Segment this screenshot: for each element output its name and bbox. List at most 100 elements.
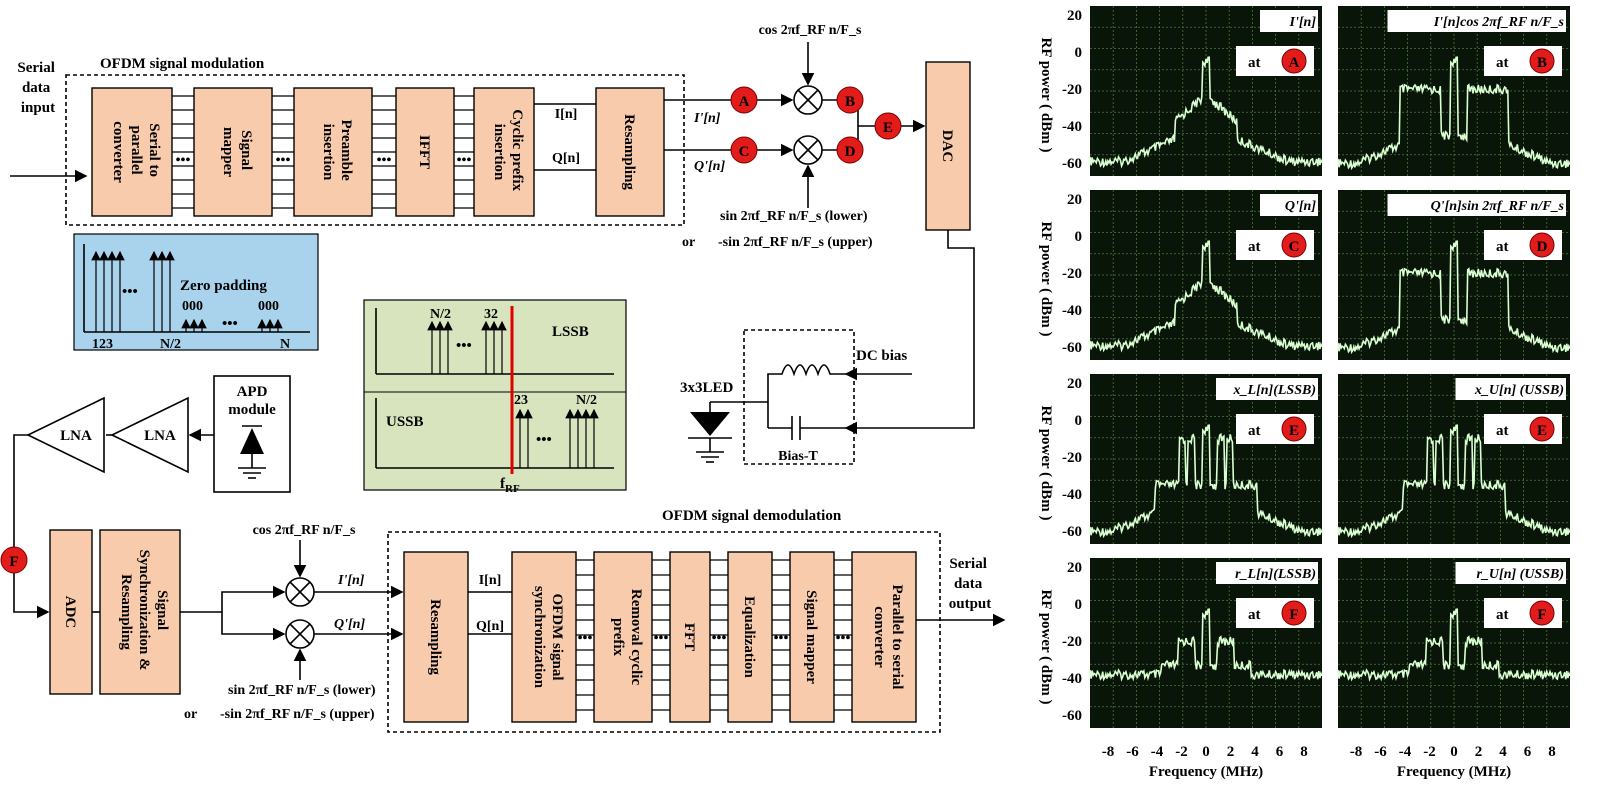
rx-ip-label: I'[n] xyxy=(337,573,365,588)
y-axis-title: RF power ( dBm ) xyxy=(1038,590,1054,705)
panel-at-label: at xyxy=(1496,55,1509,71)
zero-padding-zeros-1: 000 xyxy=(182,299,203,314)
ssb-bot-23: 23 xyxy=(514,393,528,408)
svg-text:Signal mapper: Signal mapper xyxy=(803,590,819,684)
zero-padding-inset: Zero padding ••• 000 000 ••• 123 N/2 N xyxy=(73,233,319,352)
x-tick-label: -6 xyxy=(1126,744,1139,760)
tx-mixer-sin xyxy=(793,135,823,165)
x-tick-label: -2 xyxy=(1175,744,1188,760)
svg-text:FFT: FFT xyxy=(681,623,697,651)
y-tick-label: 20 xyxy=(1067,560,1082,576)
svg-text:C: C xyxy=(739,144,750,160)
svg-text:•••: ••• xyxy=(578,631,593,646)
rx-mixer-cos xyxy=(285,577,315,607)
svg-text:•••: ••• xyxy=(377,153,392,168)
svg-text:•••: ••• xyxy=(712,631,727,646)
x-tick-label: 8 xyxy=(1300,744,1308,760)
svg-text:LNA: LNA xyxy=(144,428,176,444)
svg-text:B: B xyxy=(845,94,855,110)
tx-i-label: I[n] xyxy=(555,107,578,122)
tx-block-serial-to-parallel: Serial to parallel converter xyxy=(91,87,173,217)
tx-sin-lower-label: sin 2πf_RF n/F_s (lower) xyxy=(720,209,868,224)
panel-point-marker: E xyxy=(1289,423,1299,439)
rx-block-equalization: Equalization xyxy=(727,551,773,723)
rx-sin-lower-label: sin 2πf_RF n/F_s (lower) xyxy=(228,683,376,698)
tx-or-label: or xyxy=(682,235,695,250)
y-tick-label: -60 xyxy=(1062,340,1082,356)
ssb-bot-n2: N/2 xyxy=(576,393,597,408)
panel-at-label: at xyxy=(1248,423,1261,439)
svg-text:Resampling: Resampling xyxy=(621,114,637,190)
photodiode-icon xyxy=(238,425,266,479)
modulation-group-label: OFDM signal modulation xyxy=(100,56,265,72)
svg-text:E: E xyxy=(883,120,893,136)
marker-f: F xyxy=(0,546,28,574)
panel-title: r_L[n](LSSB) xyxy=(1235,567,1316,582)
x-tick-label: -8 xyxy=(1102,744,1115,760)
inductor-icon xyxy=(767,364,846,428)
dac-to-biast-line xyxy=(844,230,975,435)
y-tick-label: -20 xyxy=(1062,450,1082,466)
svg-text:D: D xyxy=(845,144,856,160)
x-tick-label: 6 xyxy=(1524,744,1532,760)
y-tick-label: 20 xyxy=(1067,192,1082,208)
y-tick-label: -40 xyxy=(1062,303,1082,319)
svg-text:Signal mapper: Signal mapper xyxy=(220,127,254,177)
tx-block-cyclic-prefix: Cyclic prefix insertion xyxy=(473,87,535,217)
x-tick-label: 6 xyxy=(1276,744,1284,760)
demodulation-group-label: OFDM signal demodulation xyxy=(662,508,842,524)
zero-padding-dots-2: ••• xyxy=(222,316,238,332)
svg-text:•••: ••• xyxy=(654,631,669,646)
rx-adc-block: ADC xyxy=(49,529,93,695)
ssb-inset: N/2 32 ••• LSSB USSB 23 N/2 ••• fRF xyxy=(363,299,627,495)
x-tick-label: 2 xyxy=(1227,744,1235,760)
y-tick-label: 0 xyxy=(1075,597,1083,613)
tx-block-preamble-insertion: Preamble insertion xyxy=(293,87,373,217)
x-tick-label: 2 xyxy=(1475,744,1483,760)
svg-text:•••: ••• xyxy=(176,153,191,168)
ssb-top-n2: N/2 xyxy=(430,307,451,322)
tx-block-resampling: Resampling xyxy=(595,87,665,217)
x-tick-label: -4 xyxy=(1399,744,1412,760)
panel-title: x_L[n](LSSB) xyxy=(1233,383,1316,398)
panel-point-marker: E xyxy=(1537,423,1547,439)
zero-padding-title: Zero padding xyxy=(180,278,267,294)
zero-padding-dots: ••• xyxy=(122,284,138,300)
y-tick-label: -60 xyxy=(1062,524,1082,540)
spectrum-panel-5: x_L[n](LSSB)at E xyxy=(1089,374,1323,544)
x-tick-label: -2 xyxy=(1423,744,1436,760)
panel-title: r_U[n] (USSB) xyxy=(1476,567,1564,582)
y-tick-label: 0 xyxy=(1075,45,1083,61)
rx-q-label: Q[n] xyxy=(476,619,504,634)
svg-text:Equalization: Equalization xyxy=(741,596,757,678)
zp-tick-123: 123 xyxy=(92,337,113,352)
panel-point-marker: F xyxy=(1289,607,1298,623)
tx-parallel-bus: •••••••••••• xyxy=(172,95,596,209)
panel-point-marker: D xyxy=(1537,239,1548,255)
lssb-label: LSSB xyxy=(552,324,589,340)
bias-t-box xyxy=(743,329,855,465)
panel-title: I'[n]cos 2πf_RF n/F_s xyxy=(1433,15,1565,30)
rx-block-removal-cp: Removal cyclicprefix xyxy=(593,551,653,723)
svg-text:Resampling: Resampling xyxy=(427,599,443,675)
y-tick-label: 0 xyxy=(1075,413,1083,429)
y-tick-label: -60 xyxy=(1062,708,1082,724)
ssb-top-32: 32 xyxy=(484,307,498,322)
panel-point-marker: C xyxy=(1289,239,1300,255)
ssb-bot-dots: ••• xyxy=(536,432,552,448)
y-tick-label: 0 xyxy=(1075,229,1083,245)
x-tick-label: 8 xyxy=(1548,744,1556,760)
rx-block-signal-mapper: Signal mapper xyxy=(789,551,835,723)
rx-qp-label: Q'[n] xyxy=(334,617,365,632)
serial-data-output-label: Serial data output xyxy=(949,556,992,612)
panel-at-label: at xyxy=(1496,607,1509,623)
lna-1: LNA xyxy=(26,396,105,474)
svg-text:F: F xyxy=(9,554,18,570)
